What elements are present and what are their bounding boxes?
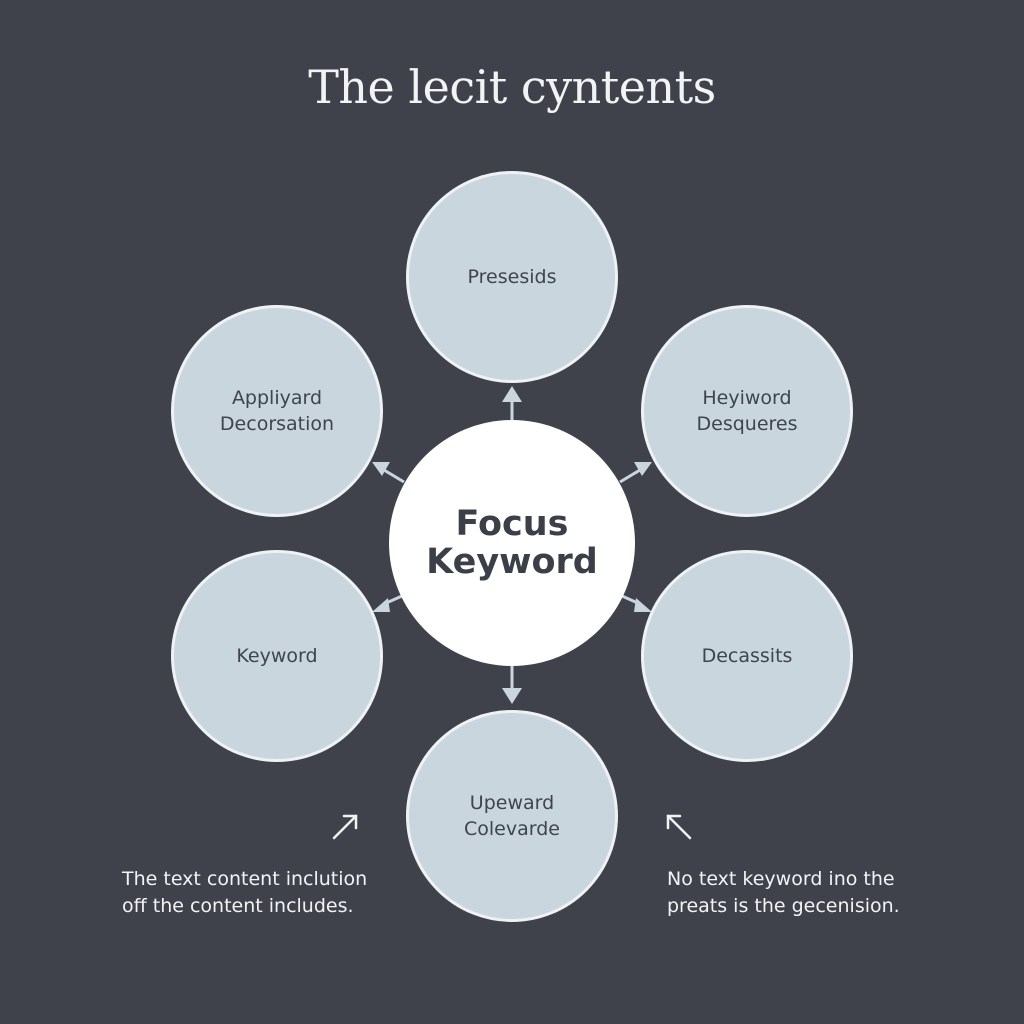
node-bottom: Upeward Colevarde [406,710,618,922]
node-top: Presesids [406,171,618,383]
node-top-right: Heyiword Desqueres [641,305,853,517]
note-left: The text content inclution off the conte… [122,868,368,917]
diagram-title: The lecit cyntents [308,60,716,114]
node-bottom-left-label: Keyword [236,645,318,667]
center-node: Focus Keyword [389,420,635,666]
arrowhead-bottom-right [634,598,652,612]
node-top-left: Appliyard Decorsation [171,305,383,517]
note-arrow-left-icon [332,814,358,840]
node-bottom-label: Upeward Colevarde [464,792,560,840]
connector-top-right [619,468,641,484]
node-bottom-right: Decassits [641,550,853,762]
node-top-left-label: Appliyard Decorsation [219,387,335,435]
node-bottom-left: Keyword [171,550,383,762]
arrowhead-top-left [372,462,390,476]
arrowhead-top-right [634,462,652,476]
arrowhead-bottom [502,688,522,704]
node-bottom-right-label: Decassits [701,645,793,667]
arrowhead-bottom-left [372,598,390,612]
arrowhead-top [502,386,522,402]
node-top-right-label: Heyiword Desqueres [696,387,798,435]
note-arrow-right-icon [666,814,692,840]
node-top-label: Presesids [467,266,557,288]
note-right: No text keyword ino the preats is the ge… [667,868,900,917]
connector-top-left [383,468,405,484]
center-node-label: Focus Keyword [426,504,598,582]
